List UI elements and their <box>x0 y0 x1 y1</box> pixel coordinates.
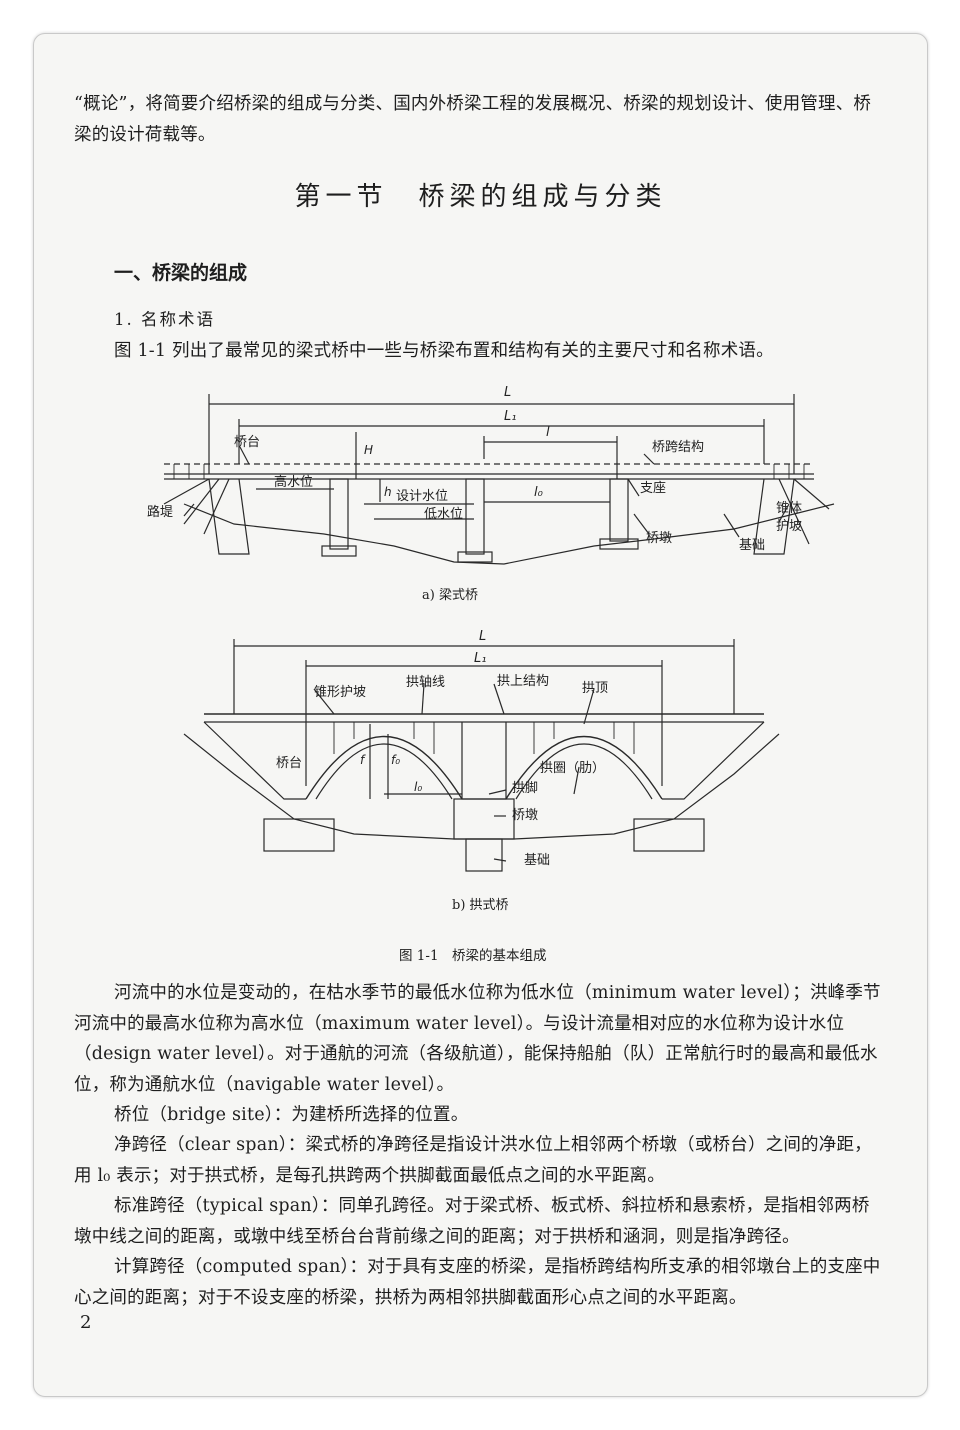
dim-L1-b: L₁ <box>474 651 486 666</box>
section-title: 第一节 桥梁的组成与分类 <box>294 182 667 212</box>
dim-H: H <box>364 443 373 457</box>
label-cone-slope-a: 锥体护坡 <box>776 501 802 534</box>
label-bearing: 支座 <box>640 481 666 496</box>
paragraph-clear-span: 净跨径（clear span）：梁式桥的净跨径是指设计洪水位上相邻两个桥墩（或桥… <box>74 1135 872 1186</box>
dim-f: f <box>360 753 366 767</box>
label-design-water: 设计水位 <box>396 489 448 504</box>
dim-L1-a: L₁ <box>504 409 516 424</box>
figure-caption: 图 1-1 桥梁的基本组成 <box>399 948 547 964</box>
dim-L-b: L <box>479 629 486 644</box>
label-foundation-a: 基础 <box>739 538 765 553</box>
bridge-figure: L L₁ l l₀ H h 桥台 桥跨结构 高水位 设计水位 低水位 支座 路堤… <box>147 385 835 872</box>
label-arch-ring: 拱圈（肋） <box>540 761 605 776</box>
label-pier-a: 桥墩 <box>646 531 672 546</box>
label-spandrel: 拱上结构 <box>497 674 549 689</box>
label-arch-axis: 拱轴线 <box>406 675 445 690</box>
subsection-title: 一、桥梁的组成 <box>114 262 248 284</box>
paragraph-computed-span: 计算跨径（computed span）：对于具有支座的桥梁，是指桥跨结构所支承的… <box>74 1257 881 1308</box>
intro-paragraph: “概论”，将简要介绍桥梁的组成与分类、国内外桥梁工程的发展概况、桥梁的规划设计、… <box>74 94 872 145</box>
label-embankment: 路堤 <box>147 504 173 520</box>
label-low-water: 低水位 <box>424 507 463 522</box>
book-page: “概论”，将简要介绍桥梁的组成与分类、国内外桥梁工程的发展概况、桥梁的规划设计、… <box>33 33 928 1397</box>
label-superstructure: 桥跨结构 <box>652 440 704 455</box>
caption-a: a) 梁式桥 <box>422 588 478 603</box>
caption-b: b) 拱式桥 <box>452 898 509 913</box>
label-springing: 拱脚 <box>512 780 538 796</box>
label-high-water: 高水位 <box>274 474 313 490</box>
paragraph-typical-span: 标准跨径（typical span）：同单孔跨径。对于梁式桥、板式桥、斜拉桥和悬… <box>74 1196 870 1247</box>
paragraph-water-level: 河流中的水位是变动的，在枯水季节的最低水位称为低水位（minimum water… <box>74 983 881 1095</box>
dim-l-a: l <box>546 425 550 440</box>
dim-f0: f₀ <box>391 753 400 767</box>
term-heading: 1. 名称术语 <box>114 310 215 329</box>
label-abutment-a: 桥台 <box>234 435 260 450</box>
dim-h: h <box>384 485 392 499</box>
dim-L-a: L <box>504 385 511 400</box>
page-number: 2 <box>80 1312 92 1333</box>
label-cone-slope-b: 锥形护坡 <box>314 685 366 700</box>
figure-intro: 图 1-1 列出了最常见的梁式桥中一些与桥梁布置和结构有关的主要尺寸和名称术语。 <box>114 341 774 361</box>
paragraph-bridge-site: 桥位（bridge site）：为建桥所选择的位置。 <box>114 1105 469 1125</box>
dim-l0-a: l₀ <box>534 485 544 500</box>
label-pier-b: 桥墩 <box>512 808 538 823</box>
label-abutment-b: 桥台 <box>276 756 302 771</box>
dim-l0-b: l₀ <box>414 780 422 794</box>
label-crown: 拱顶 <box>582 681 608 696</box>
label-foundation-b: 基础 <box>524 853 550 868</box>
